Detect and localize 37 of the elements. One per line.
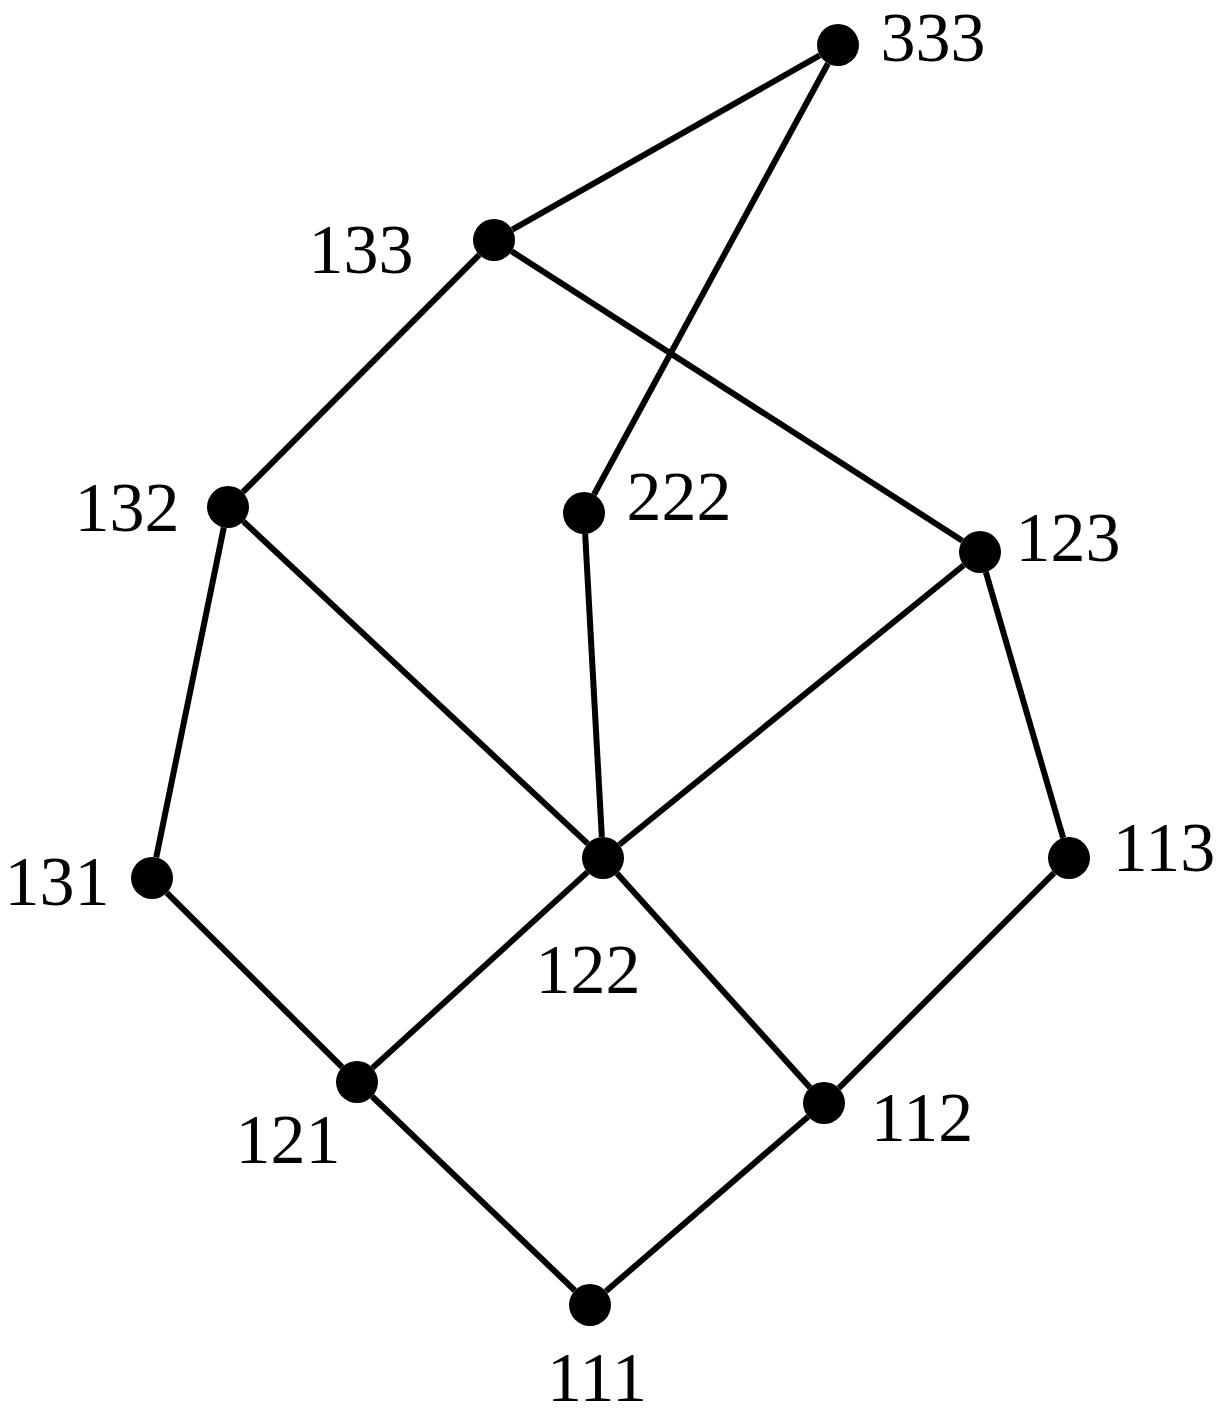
edge-line [153, 526, 227, 859]
edge-line [591, 62, 831, 496]
vertex-label: 113 [1112, 813, 1216, 883]
edge-line [983, 571, 1066, 839]
vertex-dot [336, 1061, 378, 1103]
vertex-label: 222 [626, 462, 732, 532]
vertex-dot [1048, 837, 1090, 879]
edge-line [164, 890, 345, 1070]
vertex-label: 123 [1015, 503, 1121, 573]
vertex-label: 111 [547, 1343, 647, 1413]
vertex-label: 112 [870, 1083, 974, 1153]
vertex-label: 333 [880, 3, 986, 73]
vertex-dot [563, 492, 605, 534]
edge-line [370, 1094, 577, 1293]
vertex-dot [959, 531, 1001, 573]
vertex-label: 122 [535, 935, 641, 1005]
vertex-label: 131 [4, 847, 110, 917]
edge-line [240, 252, 482, 495]
edge-line [582, 533, 605, 838]
edge-line [617, 562, 966, 848]
vertex-label: 132 [74, 473, 180, 543]
vertex-dot [582, 837, 624, 879]
vertex-dot [207, 486, 249, 528]
edge-line [241, 519, 590, 846]
vertex-dot [803, 1082, 845, 1124]
edge-line [370, 869, 590, 1071]
vertex-label: 121 [235, 1105, 341, 1175]
vertex-label: 133 [308, 215, 414, 285]
edge-line [510, 52, 822, 233]
edge-line [510, 248, 964, 544]
vertex-dot [569, 1284, 611, 1326]
vertex-dot [473, 219, 515, 261]
vertex-dot [131, 857, 173, 899]
vertex-dot [817, 24, 859, 66]
edge-line [614, 871, 813, 1090]
edge-line [603, 1114, 811, 1294]
edge-line [836, 870, 1057, 1091]
